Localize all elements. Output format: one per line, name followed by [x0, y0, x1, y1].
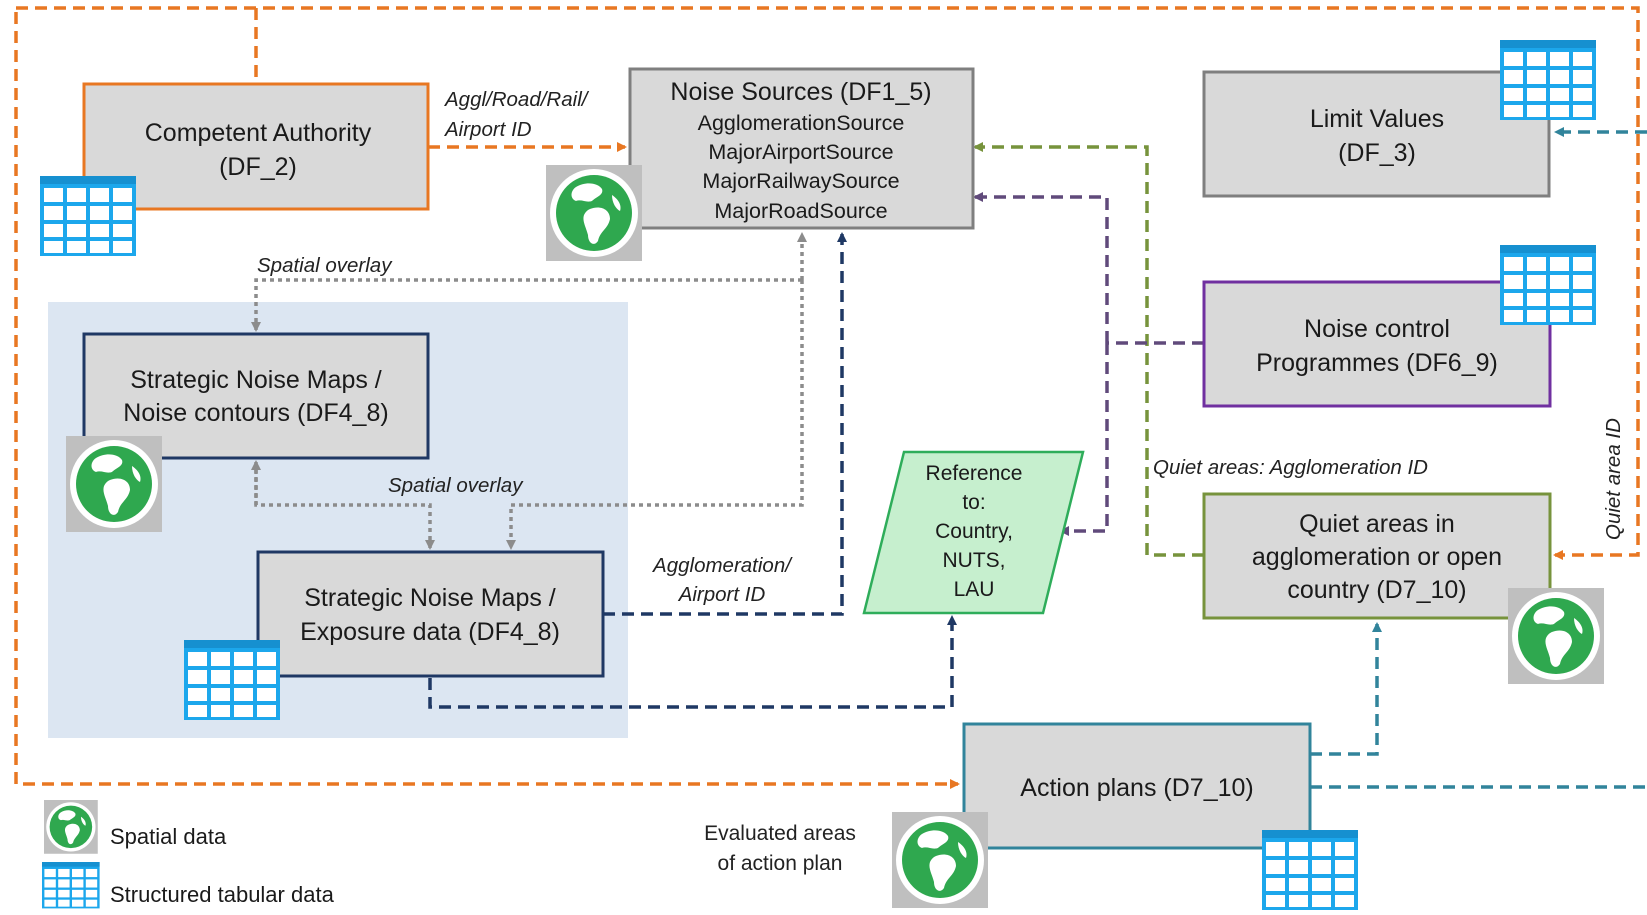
legend-globe-icon	[44, 800, 98, 854]
legend-table-icon	[42, 862, 100, 909]
agglomeration-airport-id-label: Airport ID	[677, 583, 766, 606]
noise-sources-globe-icon	[546, 165, 642, 261]
limit-values-code: (DF_3)	[1338, 139, 1416, 167]
evaluated-areas-label: Evaluated areas	[704, 822, 856, 845]
competent-authority-box: Competent Authority (DF_2)	[82, 82, 430, 211]
quiet-areas-to-noise-sources-connector	[973, 142, 1204, 557]
aggl-road-rail-label: Aggl/Road/Rail/	[443, 88, 590, 111]
reference-line-4: NUTS,	[943, 549, 1006, 572]
action-plans-box: Action plans (D7_10)	[962, 722, 1312, 850]
spatial-overlay-top-label: Spatial overlay	[257, 254, 393, 277]
quiet-areas-line-2: agglomeration or open	[1252, 543, 1502, 571]
quiet-area-id-label: Quiet area ID	[1602, 418, 1625, 540]
action-plans-table-icon	[1262, 830, 1358, 910]
reference-line-2: to:	[962, 491, 985, 514]
noise-contours-title: Strategic Noise Maps /	[130, 366, 382, 394]
action-plans-globe-icon	[892, 812, 988, 908]
noise-control-connector	[973, 192, 1204, 536]
competent-authority-title: Competent Authority	[145, 119, 372, 147]
of-action-plan-label: of action plan	[718, 852, 843, 875]
noise-control-code: Programmes (DF6_9)	[1256, 349, 1498, 377]
reference-line-1: Reference	[926, 462, 1023, 485]
exposure-data-code: Exposure data (DF4_8)	[300, 618, 560, 646]
noise-control-table-icon	[1500, 245, 1596, 325]
spatial-overlay-connector	[251, 232, 807, 550]
source-airport: MajorAirportSource	[708, 140, 893, 164]
agglomeration-label: Agglomeration/	[651, 554, 793, 577]
spatial-overlay-mid-label: Spatial overlay	[388, 474, 524, 497]
reference-line-3: Country,	[935, 520, 1013, 543]
quiet-areas-line-1: Quiet areas in	[1299, 510, 1455, 538]
legend-tabular-label: Structured tabular data	[110, 882, 335, 907]
quiet-areas-box: Quiet areas in agglomeration or open cou…	[1202, 492, 1552, 620]
source-road: MajorRoadSource	[714, 199, 887, 223]
competent-authority-code: (DF_2)	[219, 153, 297, 181]
action-plans-title: Action plans (D7_10)	[1020, 774, 1253, 802]
action-plans-connector	[1310, 127, 1647, 789]
orange-outer-loop-connector	[14, 6, 1640, 789]
noise-control-title: Noise control	[1304, 315, 1450, 343]
limit-values-box: Limit Values (DF_3)	[1202, 70, 1551, 198]
quiet-areas-line-3: country (D7_10)	[1287, 576, 1466, 604]
reference-parallelogram: Reference to: Country, NUTS, LAU	[862, 450, 1085, 615]
noise-contours-code: Noise contours (DF4_8)	[123, 399, 388, 427]
quiet-areas-globe-icon	[1508, 588, 1604, 684]
noise-control-programmes-box: Noise control Programmes (DF6_9)	[1202, 280, 1552, 408]
noise-sources-box: Noise Sources (DF1_5) AgglomerationSourc…	[628, 67, 975, 230]
exposure-data-connector	[428, 232, 957, 709]
airport-id-label: Airport ID	[443, 118, 532, 141]
limit-values-table-icon	[1500, 40, 1596, 120]
competent-authority-table-icon	[40, 176, 136, 256]
quiet-agglomeration-id-label: Quiet areas: Agglomeration ID	[1153, 456, 1428, 479]
exposure-data-box: Strategic Noise Maps / Exposure data (DF…	[256, 550, 605, 678]
legend-spatial-label: Spatial data	[110, 824, 227, 849]
exposure-data-table-icon	[184, 640, 280, 720]
limit-values-title: Limit Values	[1310, 105, 1444, 133]
noise-sources-title: Noise Sources (DF1_5)	[670, 78, 931, 106]
source-agglomeration: AgglomerationSource	[698, 111, 905, 135]
source-railway: MajorRailwaySource	[702, 169, 899, 193]
exposure-data-title: Strategic Noise Maps /	[304, 584, 556, 612]
noise-contours-globe-icon	[66, 436, 162, 532]
legend: Spatial data Structured tabular data	[42, 800, 335, 909]
reference-line-5: LAU	[954, 578, 995, 601]
